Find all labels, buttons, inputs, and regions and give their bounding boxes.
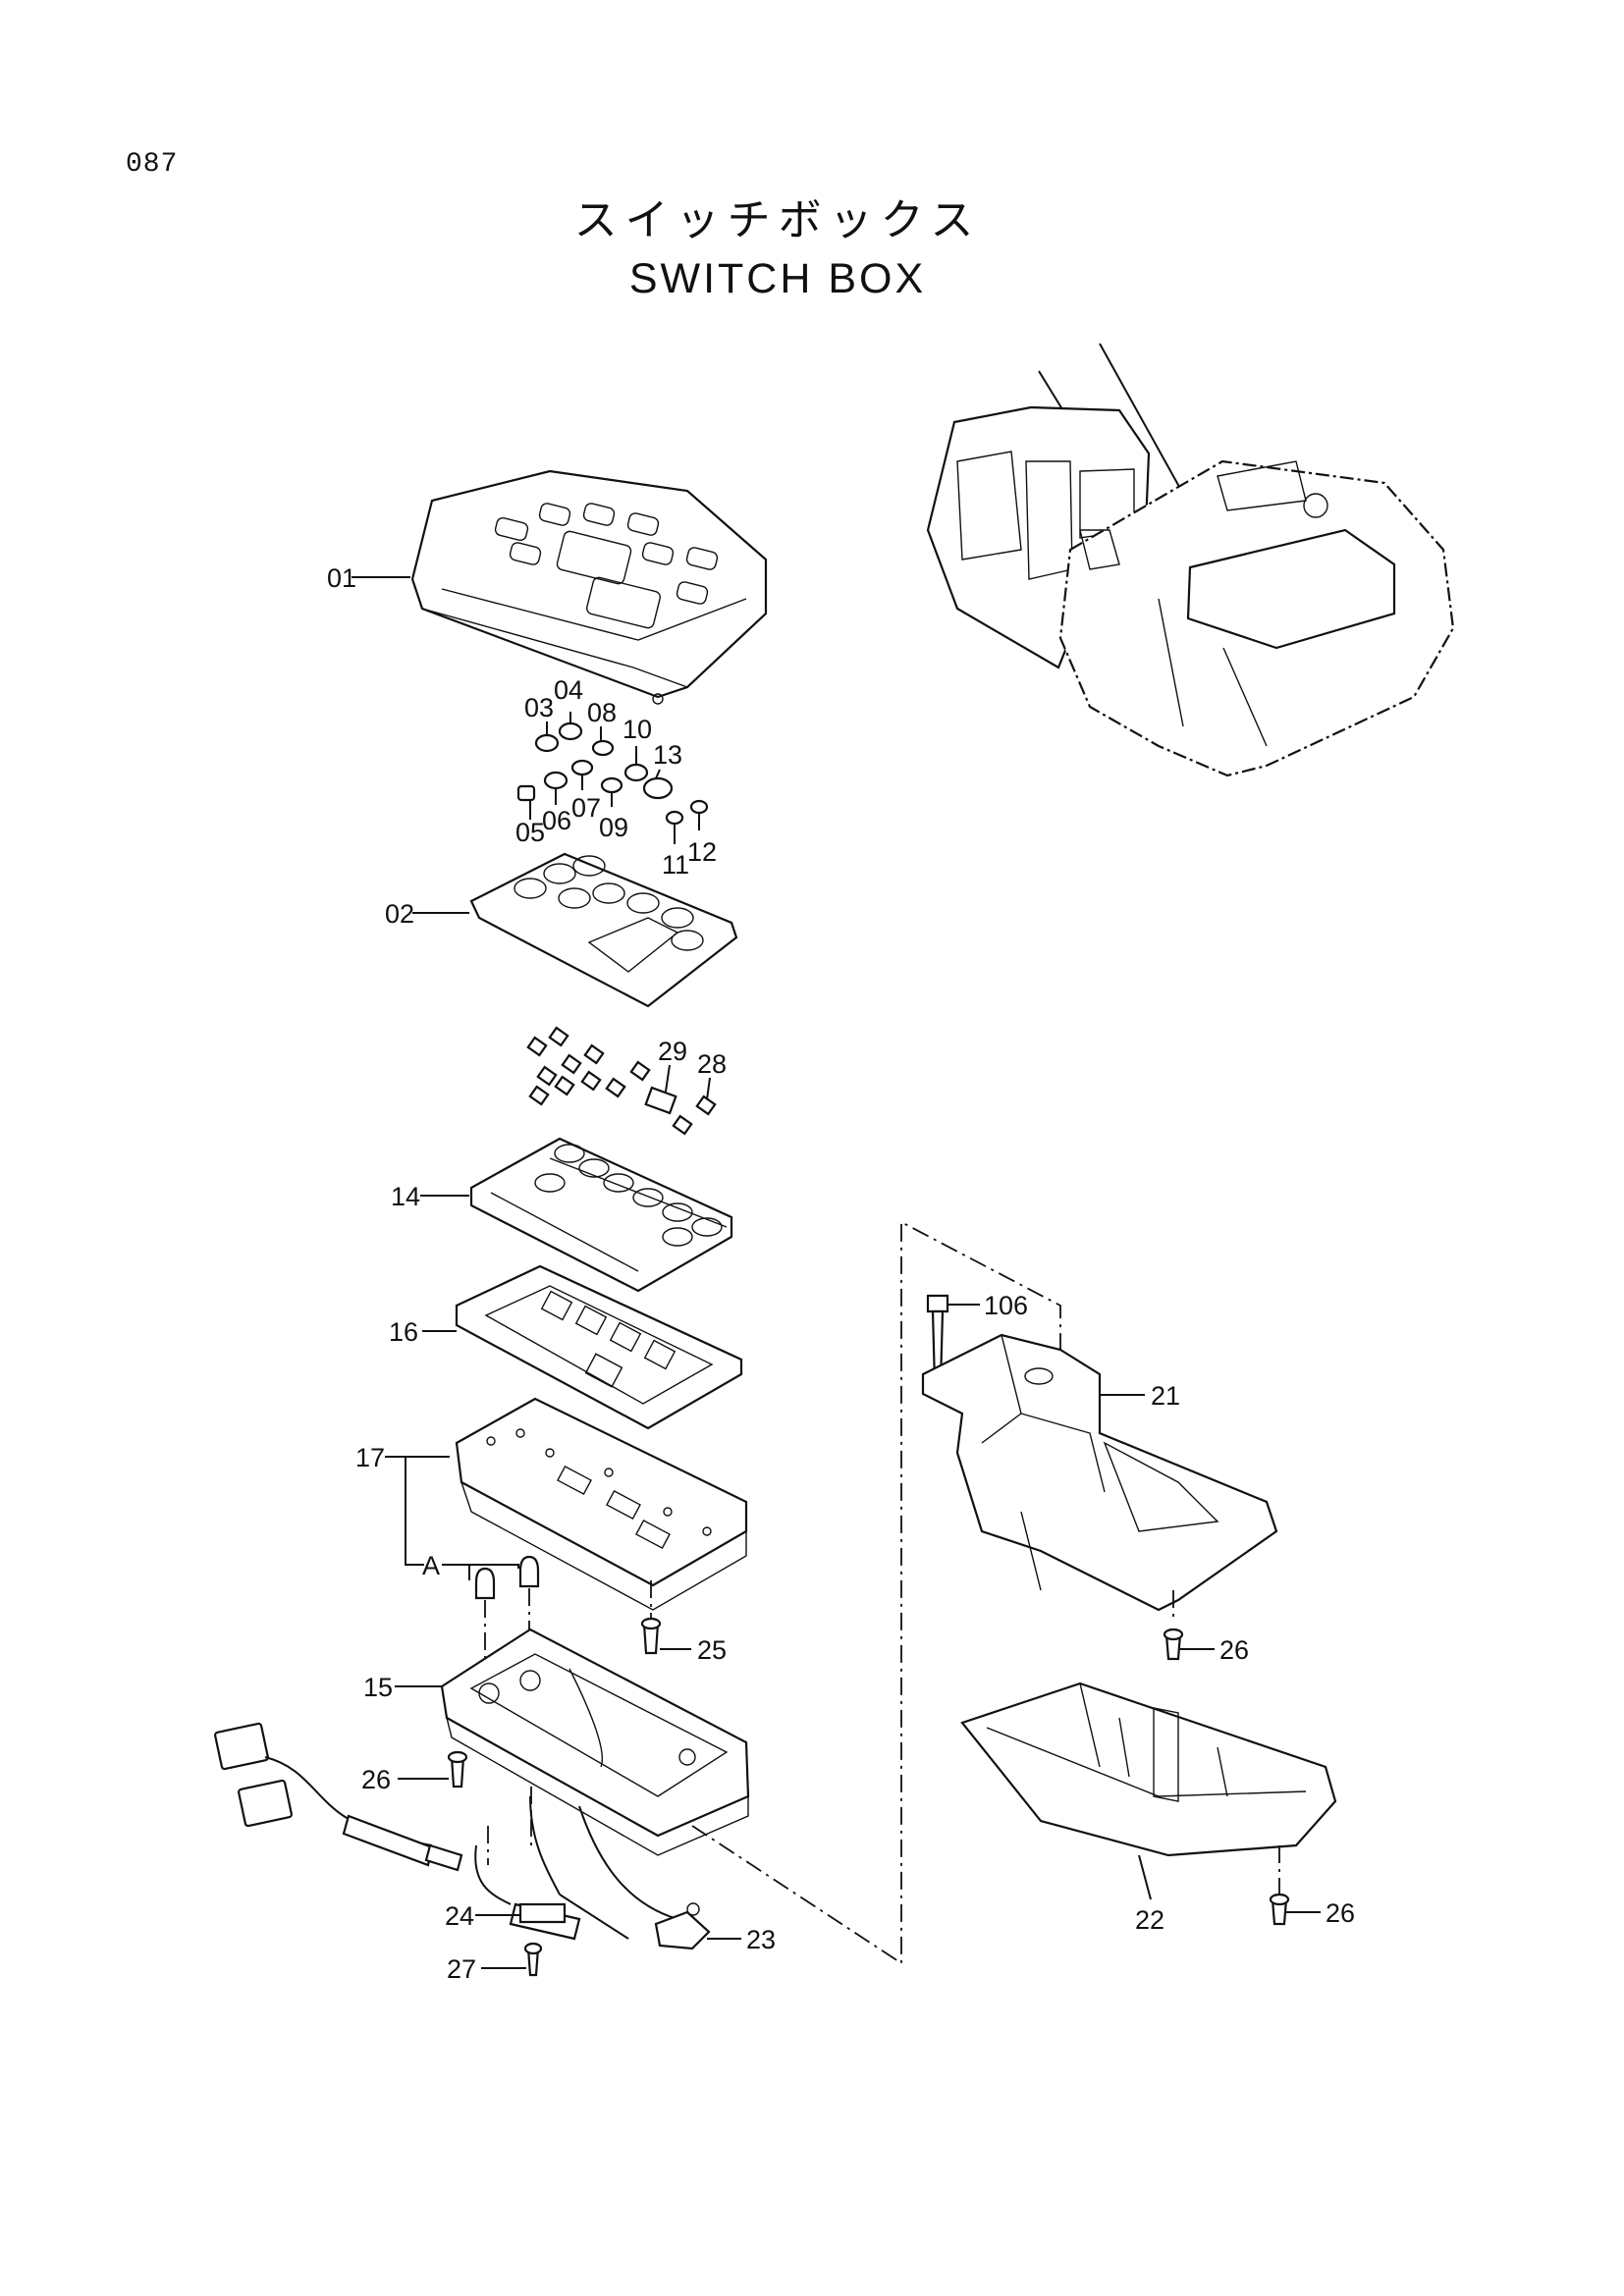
part-02-rubber-pad xyxy=(469,852,738,1008)
callout-06: 06 xyxy=(542,806,571,835)
assembly-link-line xyxy=(691,1220,1061,1965)
excavator-locator-illustration xyxy=(926,343,1455,777)
callout-13: 13 xyxy=(653,740,682,770)
callout-24: 24 xyxy=(445,1901,474,1931)
part-14-switch-sheet xyxy=(469,1137,733,1293)
part-26-screw-cover xyxy=(1269,1893,1290,1926)
callout-14: 14 xyxy=(391,1182,420,1211)
callout-11: 11 xyxy=(662,850,689,880)
callout-25: 25 xyxy=(697,1635,727,1665)
callout-labels: 01 02 03 04 05 06 07 08 09 10 11 12 13 1… xyxy=(327,563,1355,1984)
callout-22: 22 xyxy=(1135,1905,1164,1935)
part-26-screw-bracket xyxy=(1163,1628,1184,1661)
part-01-cover xyxy=(410,469,768,705)
part-26-screw-left xyxy=(447,1750,468,1789)
callout-05: 05 xyxy=(515,818,545,847)
part-15-case xyxy=(440,1628,750,1856)
callout-04: 04 xyxy=(554,675,583,705)
callout-26-case: 26 xyxy=(361,1765,391,1794)
part-16-frame xyxy=(455,1264,743,1430)
page-number: 087 xyxy=(126,149,179,180)
part-A-bulbs xyxy=(474,1555,540,1669)
leader-lines xyxy=(352,576,1321,1969)
callout-106: 106 xyxy=(984,1291,1028,1320)
callout-27: 27 xyxy=(447,1954,476,1984)
callout-10: 10 xyxy=(623,715,652,744)
callout-29: 29 xyxy=(658,1037,687,1066)
callout-28: 28 xyxy=(697,1049,727,1079)
part-21-bracket xyxy=(921,1333,1278,1620)
callout-17: 17 xyxy=(355,1443,385,1472)
part-24-clip xyxy=(518,1902,567,1924)
callout-12: 12 xyxy=(687,837,717,867)
callout-08: 08 xyxy=(587,698,617,727)
part-25-screw xyxy=(640,1580,662,1655)
part-27-screw xyxy=(523,1942,543,1977)
callout-23: 23 xyxy=(746,1925,776,1954)
callout-03: 03 xyxy=(524,693,554,722)
callout-02: 02 xyxy=(385,899,414,929)
callout-A: A xyxy=(422,1551,440,1580)
part-22-lower-cover xyxy=(960,1682,1337,1895)
part-17-circuit-board xyxy=(455,1397,748,1611)
callout-26-bracket: 26 xyxy=(1219,1635,1249,1665)
callout-01: 01 xyxy=(327,563,356,593)
title-english: SWITCH BOX xyxy=(628,255,927,302)
callout-15: 15 xyxy=(363,1673,393,1702)
callout-26-cover: 26 xyxy=(1326,1898,1355,1928)
relay-blocks-28-29 xyxy=(526,1026,717,1136)
callout-16: 16 xyxy=(389,1317,418,1347)
part-23-connector xyxy=(654,1902,711,1950)
title-japanese: スイッチボックス xyxy=(573,195,982,245)
title-block: スイッチボックス SWITCH BOX xyxy=(0,185,1624,303)
callout-07: 07 xyxy=(571,793,601,823)
callout-09: 09 xyxy=(599,813,628,842)
callout-21: 21 xyxy=(1151,1381,1180,1411)
